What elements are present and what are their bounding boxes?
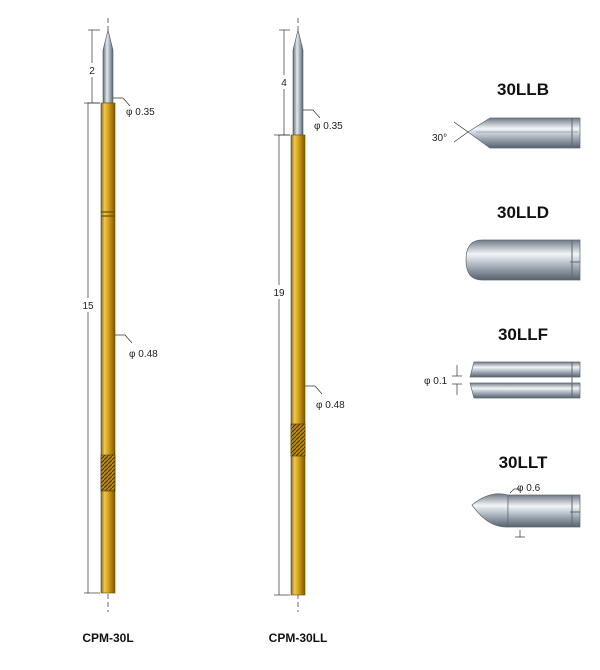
tip-diameter-label: φ 0.35 <box>314 121 343 132</box>
tip-length-label: 2 <box>89 66 95 77</box>
tip-body-upper <box>469 361 581 378</box>
barrel <box>290 134 306 596</box>
plunger-tip <box>292 29 304 136</box>
tip-body <box>467 117 581 149</box>
body-length-label: 19 <box>273 288 285 299</box>
body-diameter-label: φ 0.48 <box>316 400 345 411</box>
probe-cpm-30l: 2 15 φ 0.35 φ 0.48 CPM-30L <box>82 18 158 645</box>
body-length-label: 15 <box>82 301 94 312</box>
tip-body-lower <box>469 382 581 399</box>
knurled-section <box>100 454 116 492</box>
tip-detail-30llt: 30LLT φ 0.6 <box>471 453 581 538</box>
tip-title: 30LLT <box>499 453 548 472</box>
body-diameter-label: φ 0.48 <box>129 349 158 360</box>
barrel <box>100 102 116 594</box>
model-label: CPM-30L <box>82 631 133 645</box>
tip-title: 30LLB <box>497 80 549 99</box>
tip-diameter-label: φ 0.35 <box>126 107 155 118</box>
angle-marker <box>453 121 469 143</box>
tip-detail-30llf: 30LLF φ 0.1 <box>424 325 581 399</box>
tip-body <box>465 239 581 281</box>
tip-note: φ 0.6 <box>517 483 541 494</box>
tip-head <box>471 493 509 528</box>
knurled-section <box>290 423 306 457</box>
tip-body <box>507 494 581 528</box>
probe-cpm-30ll: 4 19 φ 0.35 φ 0.48 CPM-30LL <box>269 18 345 645</box>
tip-note: φ 0.1 <box>424 376 448 387</box>
model-label: CPM-30LL <box>269 631 328 645</box>
tip-note: 30° <box>432 133 447 144</box>
plunger-tip <box>102 29 114 104</box>
tip-detail-30llb: 30LLB 30° <box>432 80 581 149</box>
tip-length-label: 4 <box>281 78 287 89</box>
tip-title: 30LLF <box>498 325 548 344</box>
tip-detail-30lld: 30LLD <box>465 203 581 281</box>
tip-title: 30LLD <box>497 203 549 222</box>
